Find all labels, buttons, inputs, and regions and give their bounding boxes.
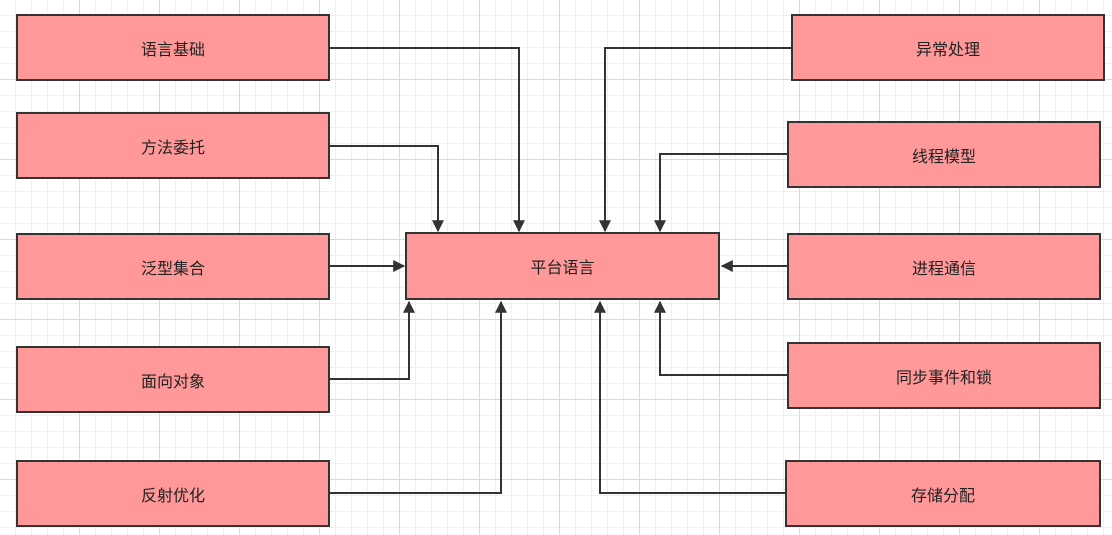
edge-method-delegate: [330, 145, 444, 233]
node-label: 存储分配: [910, 485, 975, 505]
node-label: 方法委托: [140, 137, 205, 157]
edge-exception: [599, 47, 791, 233]
node-ipc[interactable]: 进程通信: [787, 233, 1101, 300]
node-label: 面向对象: [140, 371, 205, 391]
edge-reflection: [330, 300, 507, 494]
node-label: 同步事件和锁: [895, 367, 992, 387]
node-label: 线程模型: [911, 146, 976, 166]
node-label: 语言基础: [140, 39, 205, 59]
node-label: 反射优化: [140, 485, 205, 505]
node-platform-language[interactable]: 平台语言: [405, 232, 720, 300]
edge-oop: [330, 300, 415, 380]
edge-thread-model: [654, 153, 787, 233]
node-label: 平台语言: [530, 258, 595, 277]
node-thread-model[interactable]: 线程模型: [787, 121, 1101, 188]
node-reflection[interactable]: 反射优化: [16, 460, 330, 527]
node-label: 进程通信: [911, 258, 976, 278]
node-generic-collections[interactable]: 泛型集合: [16, 233, 330, 300]
node-oop[interactable]: 面向对象: [16, 346, 330, 413]
edge-sync-lock: [654, 300, 787, 376]
node-lang-basics[interactable]: 语言基础: [16, 14, 330, 81]
node-label: 异常处理: [915, 39, 980, 59]
node-memory-alloc[interactable]: 存储分配: [785, 460, 1101, 527]
edge-lang-basics: [330, 47, 525, 233]
node-method-delegate[interactable]: 方法委托: [16, 112, 330, 179]
node-label: 泛型集合: [140, 258, 205, 278]
node-sync-lock[interactable]: 同步事件和锁: [787, 342, 1101, 409]
node-exception[interactable]: 异常处理: [791, 14, 1105, 81]
edge-memory-alloc: [594, 300, 785, 494]
